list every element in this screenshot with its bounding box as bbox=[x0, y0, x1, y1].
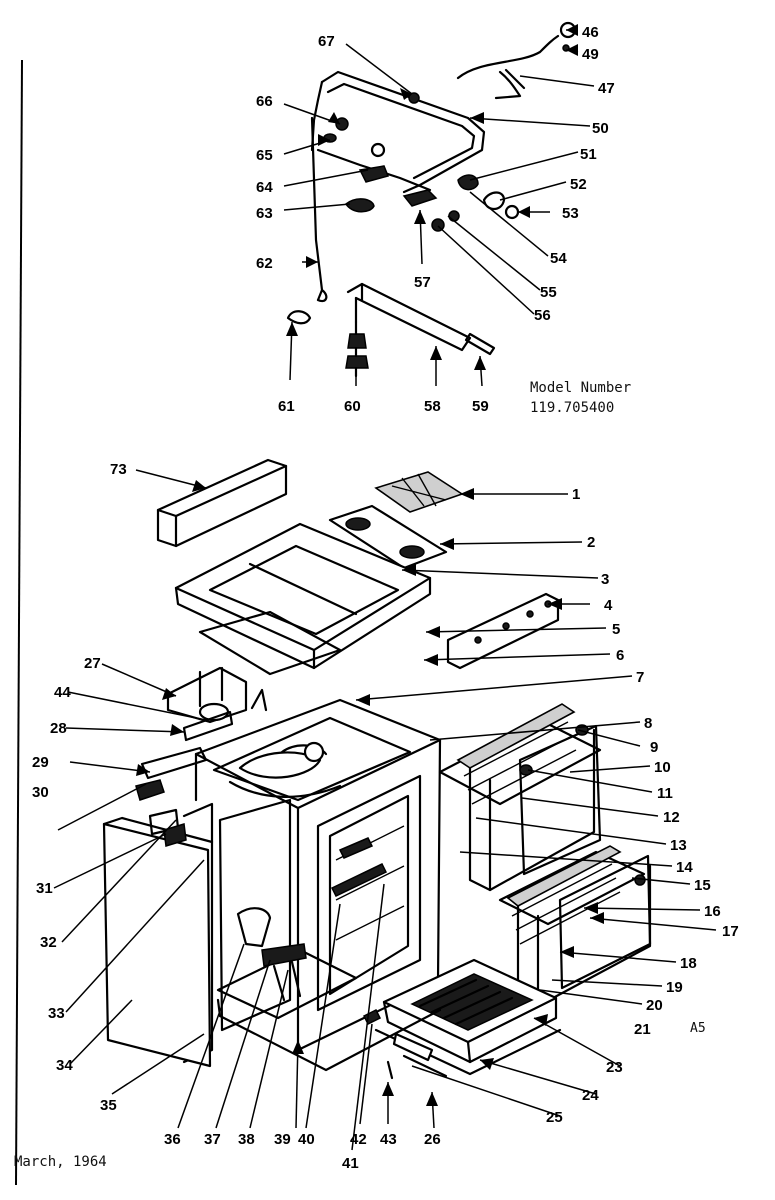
callout-63: 63 bbox=[256, 205, 273, 222]
callout-10: 10 bbox=[654, 759, 671, 776]
callout-66: 66 bbox=[256, 93, 273, 110]
callout-61: 61 bbox=[278, 398, 295, 415]
range-cabinet bbox=[102, 458, 652, 1080]
callout-16: 16 bbox=[704, 903, 721, 920]
callout-25: 25 bbox=[546, 1109, 563, 1126]
callout-62: 62 bbox=[256, 255, 273, 272]
callout-23: 23 bbox=[606, 1059, 623, 1076]
callout-24: 24 bbox=[582, 1087, 599, 1104]
callout-38: 38 bbox=[238, 1131, 255, 1148]
callout-8: 8 bbox=[644, 715, 652, 732]
callout-1: 1 bbox=[572, 486, 580, 503]
callout-59: 59 bbox=[472, 398, 489, 415]
callout-50: 50 bbox=[592, 120, 609, 137]
callout-7: 7 bbox=[636, 669, 644, 686]
margin-rule bbox=[15, 59, 23, 1186]
callout-21: 21 bbox=[634, 1021, 651, 1038]
callout-26: 26 bbox=[424, 1131, 441, 1148]
callout-27: 27 bbox=[84, 655, 101, 672]
page-code: A5 bbox=[690, 1021, 706, 1036]
callout-32: 32 bbox=[40, 934, 57, 951]
callout-33: 33 bbox=[48, 1005, 65, 1022]
callout-55: 55 bbox=[540, 284, 557, 301]
leader-lines bbox=[53, 29, 717, 1151]
footer-date: March, 1964 bbox=[14, 1154, 107, 1170]
callout-19: 19 bbox=[666, 979, 683, 996]
callout-58: 58 bbox=[424, 398, 441, 415]
callout-37: 37 bbox=[204, 1131, 221, 1148]
callout-44: 44 bbox=[54, 684, 71, 701]
callout-17: 17 bbox=[722, 923, 739, 940]
callout-54: 54 bbox=[550, 250, 567, 267]
callout-42: 42 bbox=[350, 1131, 367, 1148]
arrowheads bbox=[136, 24, 604, 1106]
callout-4: 4 bbox=[604, 597, 613, 614]
callout-28: 28 bbox=[50, 720, 67, 737]
callout-65: 65 bbox=[256, 147, 273, 164]
callout-52: 52 bbox=[570, 176, 587, 193]
callout-53: 53 bbox=[562, 205, 579, 222]
callout-51: 51 bbox=[580, 146, 597, 163]
callout-20: 20 bbox=[646, 997, 663, 1014]
callout-73: 73 bbox=[110, 461, 127, 478]
callout-14: 14 bbox=[676, 859, 693, 876]
callout-64: 64 bbox=[256, 179, 273, 196]
callout-13: 13 bbox=[670, 837, 687, 854]
callout-47: 47 bbox=[598, 80, 615, 97]
callout-60: 60 bbox=[344, 398, 361, 415]
callout-31: 31 bbox=[36, 880, 53, 897]
callout-30: 30 bbox=[32, 784, 49, 801]
callout-numbers: 1 2 3 4 5 6 7 8 9 10 11 12 13 14 15 16 1… bbox=[32, 24, 739, 1172]
callout-35: 35 bbox=[100, 1097, 117, 1114]
callout-12: 12 bbox=[663, 809, 680, 826]
callout-18: 18 bbox=[680, 955, 697, 972]
callout-43: 43 bbox=[380, 1131, 397, 1148]
callout-36: 36 bbox=[164, 1131, 181, 1148]
callout-67: 67 bbox=[318, 33, 335, 50]
callout-49: 49 bbox=[582, 46, 599, 63]
callout-56: 56 bbox=[534, 307, 551, 324]
callout-3: 3 bbox=[601, 571, 609, 588]
callout-6: 6 bbox=[616, 647, 624, 664]
callout-57: 57 bbox=[414, 274, 431, 291]
callout-46: 46 bbox=[582, 24, 599, 41]
upper-burner-assembly bbox=[286, 21, 577, 378]
callout-41: 41 bbox=[342, 1155, 359, 1172]
callout-11: 11 bbox=[657, 785, 673, 802]
model-number: 119.705400 bbox=[530, 400, 614, 416]
model-heading: Model Number bbox=[530, 380, 631, 396]
callout-34: 34 bbox=[56, 1057, 73, 1074]
callout-29: 29 bbox=[32, 754, 49, 771]
callout-9: 9 bbox=[650, 739, 658, 756]
callout-39: 39 bbox=[274, 1131, 291, 1148]
callout-5: 5 bbox=[612, 621, 620, 638]
callout-40: 40 bbox=[298, 1131, 315, 1148]
callout-2: 2 bbox=[587, 534, 595, 551]
callout-15: 15 bbox=[694, 877, 711, 894]
